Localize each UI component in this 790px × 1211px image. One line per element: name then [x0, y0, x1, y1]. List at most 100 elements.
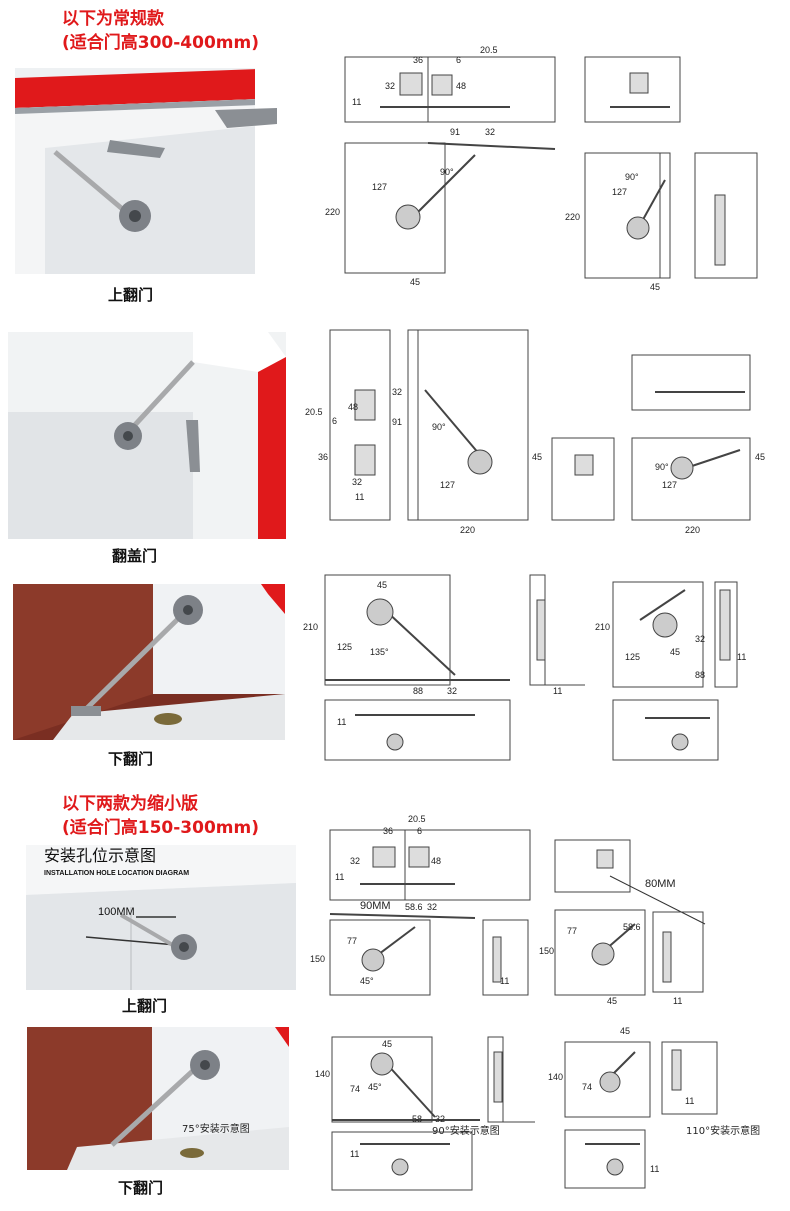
dim-label: 58.6 [405, 902, 423, 912]
dim-label: 32 [695, 634, 705, 644]
dim-label: 127 [612, 187, 627, 197]
mini-up-flap-dimensions: 20.5 36 6 32 48 11 58.6 32 77 150 45° 11… [310, 814, 682, 1006]
dim-label: 45 [620, 1026, 630, 1036]
measure-80mm: 80MM [645, 878, 676, 890]
dim-label: 32 [485, 127, 495, 137]
lift-lid-door-diagram: 20.5 48 6 32 91 36 32 11 127 220 45 90° … [300, 320, 780, 540]
dim-label: 91 [450, 127, 460, 137]
mini-up-flap-door-caption: 上翻门 [122, 997, 168, 1015]
drop-down-door-photo [13, 584, 285, 740]
lift-lid-door-photo [8, 332, 286, 539]
install-hole-title: 安装孔位示意图 [44, 846, 157, 865]
dim-label: 127 [440, 480, 455, 490]
up-flap-dimensions: 20.5 36 6 32 48 11 91 32 127 220 45 90° … [325, 45, 660, 292]
section2-title-line1: 以下两款为缩小版 [62, 794, 198, 814]
dim-label: 45 [532, 452, 542, 462]
dim-label: 74 [582, 1082, 592, 1092]
dim-label: 74 [350, 1084, 360, 1094]
dim-label: 140 [315, 1069, 330, 1079]
dim-label: 48 [456, 81, 466, 91]
up-flap-door-diagram: 20.5 36 6 32 48 11 91 32 127 220 45 90° … [320, 45, 780, 295]
dim-label: 127 [372, 182, 387, 192]
dim-label: 11 [650, 1164, 659, 1174]
dim-label: 125 [337, 642, 352, 652]
dim-label: 77 [347, 936, 357, 946]
dim-label: 45° [368, 1082, 382, 1092]
dim-label: 32 [435, 1114, 445, 1124]
dim-label: 32 [352, 477, 362, 487]
mini-up-flap-door-diagram: 20.5 36 6 32 48 11 58.6 32 77 150 45° 11… [305, 812, 785, 1012]
section1-title-line1: 以下为常规款 [62, 9, 164, 29]
dim-label: 32 [447, 686, 457, 696]
dim-label: 45 [755, 452, 765, 462]
dim-label: 58.6 [623, 922, 641, 932]
dim-label: 58 [412, 1114, 422, 1124]
mini-drop-down-door-photo [27, 1027, 289, 1170]
dim-label: 11 [350, 1149, 359, 1159]
dim-label: 45° [360, 976, 374, 986]
dim-label: 135° [370, 647, 389, 657]
dim-label: 36 [383, 826, 393, 836]
dim-label: 45 [650, 282, 660, 292]
dim-label: 11 [500, 976, 509, 986]
dim-label: 88 [695, 670, 705, 680]
dim-label: 11 [337, 717, 346, 727]
dim-label: 210 [595, 622, 610, 632]
dim-label: 48 [431, 856, 441, 866]
dim-label: 11 [355, 492, 364, 502]
lift-lid-door-caption: 翻盖门 [112, 547, 158, 565]
label-75-install: 75°安装示意图 [182, 1124, 250, 1135]
measure-90mm: 90MM [360, 900, 391, 912]
drop-down-door-diagram: 45 210 125 135° 88 32 11 11 210 125 45 3… [295, 570, 785, 765]
drop-down-door-caption: 下翻门 [108, 750, 154, 768]
dim-label: 11 [335, 872, 344, 882]
drop-down-dimensions: 45 210 125 135° 88 32 11 11 210 125 45 3… [303, 580, 746, 727]
dim-label: 88 [413, 686, 423, 696]
dim-label: 90° [440, 167, 454, 177]
dim-label: 150 [539, 946, 554, 956]
dim-label: 150 [310, 954, 325, 964]
dim-label: 210 [303, 622, 318, 632]
dim-label: 48 [348, 402, 358, 412]
dim-label: 127 [662, 480, 677, 490]
dim-label: 77 [567, 926, 577, 936]
measure-100mm: 100MM [98, 906, 135, 918]
section1-title-line2: (适合门高300-400mm) [62, 33, 259, 53]
dim-label: 91 [392, 417, 402, 427]
dim-label: 140 [548, 1072, 563, 1082]
dim-label: 32 [392, 387, 402, 397]
dim-label: 36 [318, 452, 328, 462]
up-flap-door-photo [15, 68, 285, 274]
dim-label: 11 [685, 1096, 694, 1106]
dim-label: 90° [432, 422, 446, 432]
dim-label: 45 [382, 1039, 392, 1049]
label-110-install: 110°安装示意图 [686, 1126, 761, 1137]
dim-label: 125 [625, 652, 640, 662]
mini-drop-down-door-diagram: 45 140 74 45° 58 32 11 140 74 45 11 11 [310, 1022, 785, 1192]
mini-drop-down-dimensions: 45 140 74 45° 58 32 11 140 74 45 11 11 [315, 1026, 694, 1174]
dim-label: 20.5 [408, 814, 426, 824]
dim-label: 220 [685, 525, 700, 535]
up-flap-door-caption: 上翻门 [108, 286, 154, 304]
section2-title-line2: (适合门高150-300mm) [62, 818, 259, 838]
dim-label: 220 [565, 212, 580, 222]
dim-label: 32 [385, 81, 395, 91]
dim-label: 11 [673, 996, 682, 1006]
mini-up-flap-door-photo [26, 845, 296, 990]
dim-label: 32 [427, 902, 437, 912]
dim-label: 20.5 [480, 45, 498, 55]
dim-label: 20.5 [305, 407, 323, 417]
dim-label: 11 [352, 97, 361, 107]
dim-label: 11 [553, 686, 562, 696]
dim-label: 45 [410, 277, 420, 287]
dim-label: 45 [670, 647, 680, 657]
dim-label: 45 [607, 996, 617, 1006]
dim-label: 90° [625, 172, 639, 182]
dim-label: 220 [325, 207, 340, 217]
dim-label: 45 [377, 580, 387, 590]
dim-label: 6 [332, 416, 337, 426]
dim-label: 6 [417, 826, 422, 836]
dim-label: 11 [737, 652, 746, 662]
lift-lid-dimensions: 20.5 48 6 32 91 36 32 11 127 220 45 90° … [305, 387, 765, 535]
dim-label: 6 [456, 55, 461, 65]
